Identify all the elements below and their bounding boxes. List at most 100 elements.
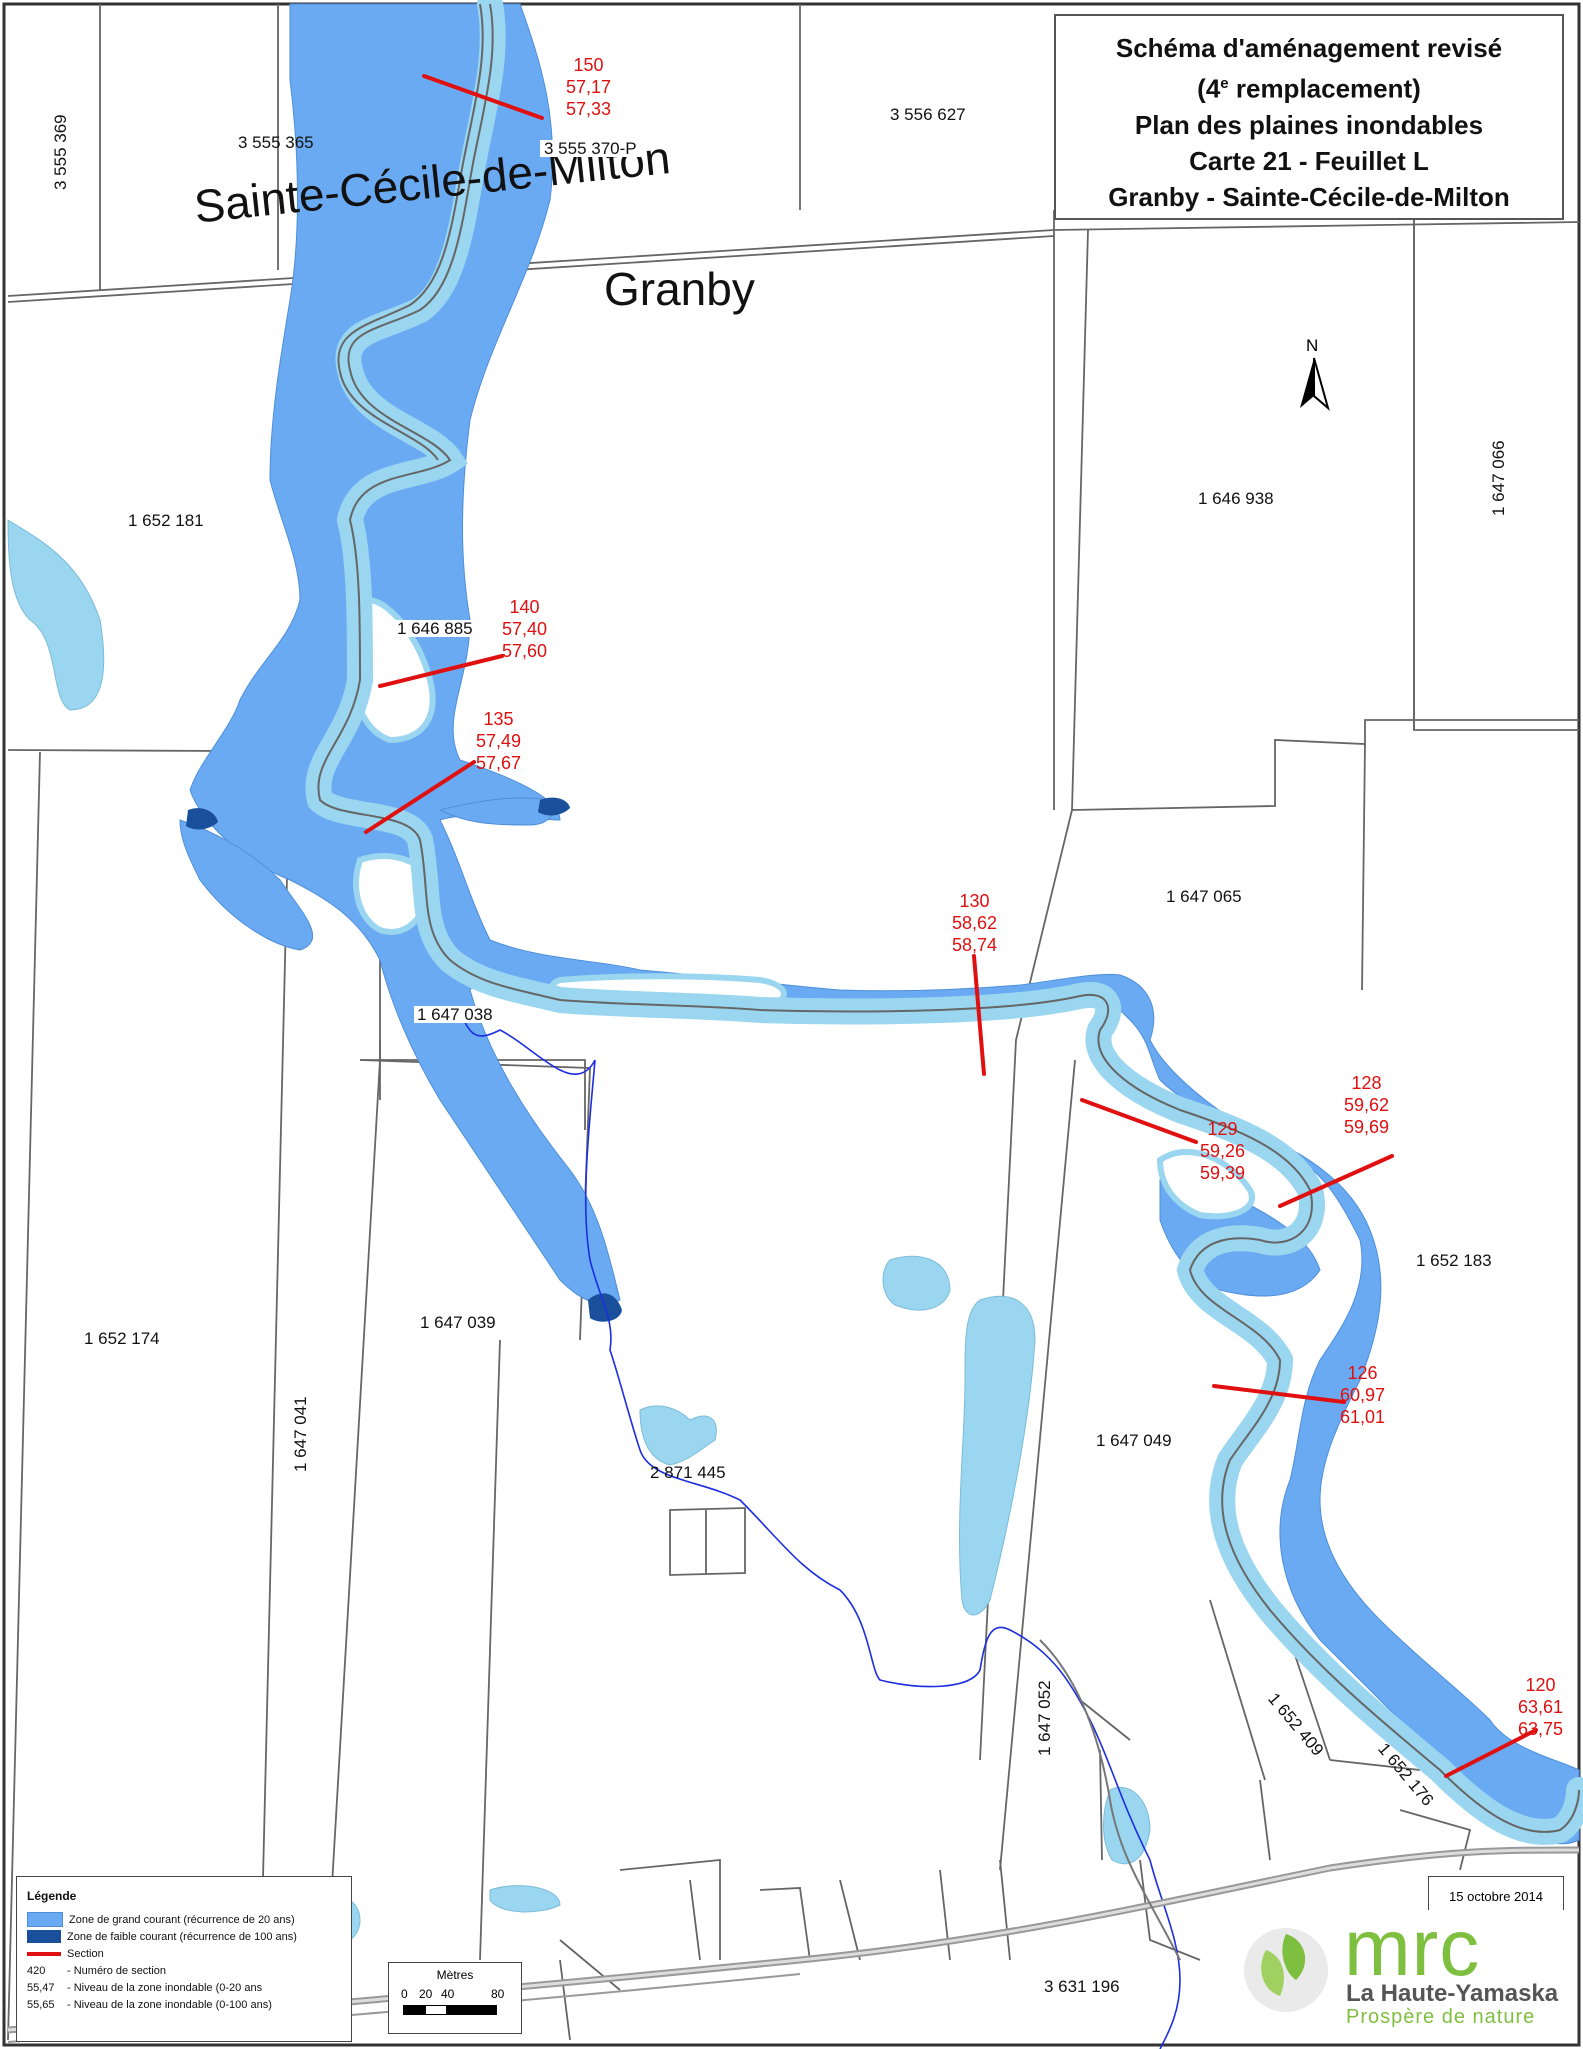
- scale-tick-20: 20: [419, 1987, 433, 2001]
- leaf-logo-icon: [1244, 1928, 1328, 2012]
- section-level-100: 61,01: [1340, 1407, 1386, 1427]
- lot-label-1647049: 1 647 049: [1096, 1431, 1172, 1450]
- date-box: 15 octobre 2014: [1428, 1876, 1564, 1916]
- scale-bar: Mètres 0 20 40 80: [388, 1962, 522, 2034]
- section-number: 150: [573, 55, 604, 75]
- section-level-100: 57,67: [476, 753, 522, 773]
- section-label-140: 140 57,40 57,60: [502, 596, 547, 662]
- section-level-20: 57,40: [502, 619, 548, 639]
- section-level-100: 57,60: [502, 641, 548, 661]
- legend-code: 420: [27, 1964, 46, 1977]
- section-level-100: 58,74: [952, 935, 998, 955]
- section-number: 129: [1207, 1119, 1238, 1139]
- light-water-areas: [7, 519, 1151, 1947]
- lot-label-1647038: 1 647 038: [414, 1006, 496, 1023]
- scale-title: Mètres: [436, 1968, 474, 1982]
- faible-courant-swatch: [27, 1930, 61, 1943]
- map-title-box: Schéma d'aménagement revisé (4e remplace…: [1054, 14, 1564, 220]
- lot-label-1652181: 1 652 181: [128, 511, 204, 530]
- section-number: 126: [1347, 1363, 1378, 1383]
- legend-label: - Niveau de la zone inondable (0-100 ans…: [67, 1998, 272, 2011]
- scale-tick-40: 40: [441, 1987, 455, 2001]
- title-line-3: Plan des plaines inondables: [1134, 109, 1484, 140]
- section-level-100: 59,69: [1344, 1117, 1390, 1137]
- grand-courant-swatch: [27, 1912, 63, 1927]
- river-channel: [305, 0, 1583, 1845]
- section-line-129: [1080, 1098, 1198, 1144]
- lot-label-1646938: 1 646 938: [1198, 489, 1274, 508]
- scale-segment: [403, 2005, 425, 2015]
- section-label-126: 126 60,97 61,01: [1340, 1362, 1385, 1428]
- lot-label-1646885: 1 646 885: [394, 620, 476, 637]
- legend-label: - Niveau de la zone inondable (0-20 ans: [67, 1981, 263, 1994]
- section-line-140: [378, 654, 504, 688]
- section-level-20: 59,62: [1344, 1095, 1390, 1115]
- section-level-20: 59,26: [1200, 1141, 1246, 1161]
- lot-label-1652174: 1 652 174: [84, 1329, 160, 1348]
- section-lines: [364, 74, 1538, 1778]
- lot-label-1647041: 1 647 041: [291, 1396, 310, 1472]
- section-level-100: 59,39: [1200, 1163, 1246, 1183]
- lot-label-1647052: 1 647 052: [1035, 1680, 1054, 1756]
- stream: [459, 1009, 1181, 2049]
- lot-label-3631196: 3 631 196: [1044, 1977, 1120, 1996]
- legend-item-section: Section: [27, 1945, 341, 1962]
- section-label-128: 128 59,62 59,69: [1344, 1072, 1389, 1138]
- lot-label-3555365: 3 555 365: [238, 133, 314, 152]
- section-label-135: 135 57,49 57,67: [476, 708, 521, 774]
- north-arrow-icon: [1300, 357, 1330, 411]
- section-line-swatch: [27, 1951, 61, 1956]
- lot-lines: [7, 4, 1580, 2041]
- municipality-granby: Granby: [604, 263, 755, 315]
- legend-label: Zone de faible courant (récurrence de 10…: [67, 1930, 297, 1943]
- north-label: N: [1306, 336, 1319, 355]
- scale-tick-80: 80: [491, 1987, 505, 2001]
- section-line-135: [364, 760, 476, 834]
- title-line-5: Granby - Sainte-Cécile-de-Milton: [1108, 181, 1510, 212]
- section-number: 120: [1525, 1675, 1556, 1695]
- legend-title: Légende: [27, 1889, 77, 1903]
- scale-tick-0: 0: [401, 1987, 408, 2001]
- section-label-130: 130 58,62 58,74: [952, 890, 997, 956]
- logo-brand: mrc: [1344, 1903, 1481, 1992]
- section-line-126: [1212, 1384, 1346, 1404]
- legend-item-grand-courant: Zone de grand courant (récurrence de 20 …: [27, 1911, 341, 1928]
- legend-item-level-100: 55,65 - Niveau de la zone inondable (0-1…: [27, 1996, 341, 2013]
- legend: Légende Zone de grand courant (récurrenc…: [16, 1876, 352, 2042]
- section-line-128: [1278, 1154, 1394, 1208]
- lot-label-3556627: 3 556 627: [890, 105, 966, 124]
- lot-label-1647039: 1 647 039: [420, 1313, 496, 1332]
- section-level-20: 57,17: [566, 77, 612, 97]
- section-label-129: 129 59,26 59,39: [1200, 1118, 1245, 1184]
- logo-name: La Haute-Yamaska: [1346, 1980, 1559, 2007]
- north-arrow: N: [1296, 336, 1332, 416]
- legend-code: 55,65: [27, 1998, 55, 2011]
- map-date: 15 octobre 2014: [1449, 1888, 1543, 1904]
- section-label-120: 120 63,61 63,75: [1518, 1674, 1563, 1740]
- section-number: 128: [1351, 1073, 1382, 1093]
- legend-item-faible-courant: Zone de faible courant (récurrence de 10…: [27, 1928, 341, 1945]
- section-level-20: 57,49: [476, 731, 522, 751]
- logo-tagline: Prospère de nature: [1346, 2006, 1536, 2028]
- section-number: 130: [959, 891, 990, 911]
- section-line-150: [422, 74, 544, 120]
- mrc-logo: mrc La Haute-Yamaska Prospère de nature: [1236, 1903, 1566, 2030]
- lot-label-1652183: 1 652 183: [1416, 1251, 1492, 1270]
- section-line-130: [972, 954, 986, 1076]
- lot-label-3555370p: 3 555 370-P: [540, 140, 641, 157]
- section-level-20: 60,97: [1340, 1385, 1386, 1405]
- legend-item-level-20: 55,47 - Niveau de la zone inondable (0-2…: [27, 1979, 341, 1996]
- lot-label-2871445: 2 871 445: [650, 1463, 726, 1482]
- section-level-20: 58,62: [952, 913, 998, 933]
- lot-label-1647066: 1 647 066: [1489, 440, 1508, 516]
- lot-label-1647065: 1 647 065: [1166, 887, 1242, 906]
- section-number: 135: [483, 709, 514, 729]
- section-label-150: 150 57,17 57,33: [566, 54, 611, 120]
- title-line-2: (4e remplacement): [1197, 73, 1421, 104]
- title-line-4: Carte 21 - Feuillet L: [1189, 145, 1429, 176]
- legend-item-section-number: 420 - Numéro de section: [27, 1962, 341, 1979]
- section-level-100: 63,75: [1518, 1719, 1564, 1739]
- section-level-20: 63,61: [1518, 1697, 1564, 1717]
